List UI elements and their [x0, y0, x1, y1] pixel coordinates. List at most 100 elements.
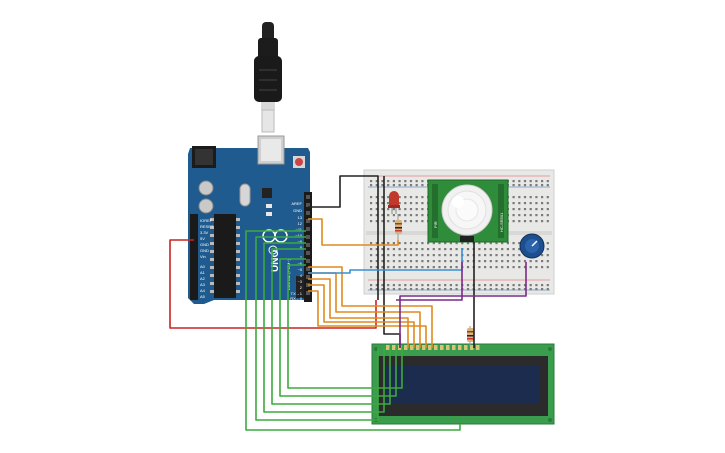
breadboard-hole — [495, 288, 498, 291]
breadboard-hole — [529, 184, 532, 187]
breadboard-hole — [523, 220, 527, 223]
breadboard-hole — [398, 184, 401, 187]
breadboard-hole — [455, 242, 458, 245]
breadboard-hole — [455, 266, 458, 269]
uno-label: UNO — [270, 250, 281, 272]
breadboard-hole — [392, 184, 395, 187]
breadboard-hole — [409, 214, 413, 217]
breadboard-hole — [415, 254, 418, 257]
breadboard-hole — [489, 288, 492, 291]
breadboard-hole — [381, 242, 384, 245]
breadboard-hole — [370, 196, 373, 199]
breadboard-hole — [409, 208, 413, 211]
wire-green-3 — [263, 242, 385, 413]
wire-black-gnd — [308, 175, 379, 300]
breadboard-hole — [409, 288, 413, 291]
breadboard-hole — [501, 260, 504, 263]
breadboard-hole — [404, 248, 407, 251]
breadboard-hole — [546, 196, 549, 199]
breadboard-hole — [512, 202, 515, 205]
breadboard-hole — [370, 254, 373, 257]
breadboard-hole — [375, 180, 378, 183]
breadboard-hole — [381, 284, 384, 287]
breadboard-hole — [466, 288, 470, 291]
analog-a2-label: A2 — [200, 276, 206, 281]
breadboard-hole — [427, 284, 430, 287]
breadboard-hole — [381, 208, 384, 211]
breadboard-hole — [535, 208, 538, 211]
arduino-uno-board: UNO DIGITAL (PWM~) AREF GND 13 12 ~11 ~1… — [188, 135, 312, 304]
breadboard-hole — [535, 184, 538, 187]
breadboard-hole — [466, 266, 470, 269]
lcd-pin — [386, 345, 390, 350]
breadboard-hole — [421, 242, 424, 245]
breadboard-hole — [529, 266, 532, 269]
breadboard-hole — [529, 220, 532, 223]
breadboard-hole — [404, 266, 407, 269]
breadboard-hole — [518, 208, 521, 211]
lcd-pin — [422, 345, 426, 350]
pin-11-label: ~11 — [296, 227, 303, 232]
breadboard-hole — [444, 266, 447, 269]
breadboard-hole — [404, 284, 407, 287]
lcd-pin — [458, 345, 462, 350]
breadboard-hole — [409, 260, 413, 263]
breadboard-hole — [495, 242, 498, 245]
breadboard-hole — [427, 248, 430, 251]
breadboard-hole — [421, 180, 424, 183]
breadboard-hole — [387, 288, 390, 291]
wire-green-1 — [245, 230, 461, 431]
power-3v3-label: 3.3V — [200, 230, 209, 235]
breadboard-hole — [421, 284, 424, 287]
power-reset-label: RESET — [200, 224, 214, 229]
breadboard-hole — [523, 184, 527, 187]
breadboard-hole — [421, 208, 424, 211]
breadboard-hole — [387, 202, 390, 205]
lcd-pin — [416, 345, 420, 350]
breadboard-hole — [438, 288, 441, 291]
analog-a1-label: A1 — [200, 270, 206, 275]
breadboard-hole — [466, 254, 470, 257]
breadboard-hole — [370, 288, 373, 291]
breadboard-hole — [387, 196, 390, 199]
breadboard-hole — [449, 288, 452, 291]
breadboard-hole — [392, 180, 395, 183]
lcd-pin — [476, 345, 480, 350]
breadboard-hole — [404, 288, 407, 291]
breadboard-hole — [421, 260, 424, 263]
breadboard-hole — [370, 202, 373, 205]
breadboard-hole — [444, 248, 447, 251]
breadboard-hole — [387, 284, 390, 287]
wire-purple-2 — [396, 262, 463, 301]
breadboard-hole — [535, 266, 538, 269]
breadboard-hole — [404, 254, 407, 257]
breadboard-hole — [518, 254, 521, 257]
breadboard-hole — [381, 180, 384, 183]
pir-sensor: PIR HC-SR501 — [427, 179, 509, 243]
breadboard-hole — [415, 248, 418, 251]
breadboard-hole — [432, 266, 435, 269]
breadboard-hole — [421, 220, 424, 223]
lcd-pin — [410, 345, 414, 350]
breadboard-hole — [398, 202, 401, 205]
breadboard-hole — [381, 248, 384, 251]
breadboard-hole — [455, 260, 458, 263]
breadboard-hole — [415, 288, 418, 291]
pin-10-label: ~10 — [295, 233, 303, 238]
breadboard-hole — [387, 208, 390, 211]
wire-green-6 — [287, 264, 403, 389]
breadboard-hole — [546, 288, 549, 291]
breadboard-hole — [375, 284, 378, 287]
breadboard-hole — [501, 266, 504, 269]
breadboard-hole — [387, 254, 390, 257]
breadboard-hole — [409, 284, 413, 287]
breadboard-hole — [381, 288, 384, 291]
breadboard-hole — [427, 254, 430, 257]
breadboard-hole — [541, 288, 544, 291]
breadboard-hole — [409, 248, 413, 251]
breadboard-hole — [535, 284, 538, 287]
breadboard-hole — [501, 254, 504, 257]
breadboard-hole — [484, 266, 487, 269]
breadboard-hole — [398, 180, 401, 183]
breadboard-hole — [427, 242, 430, 245]
